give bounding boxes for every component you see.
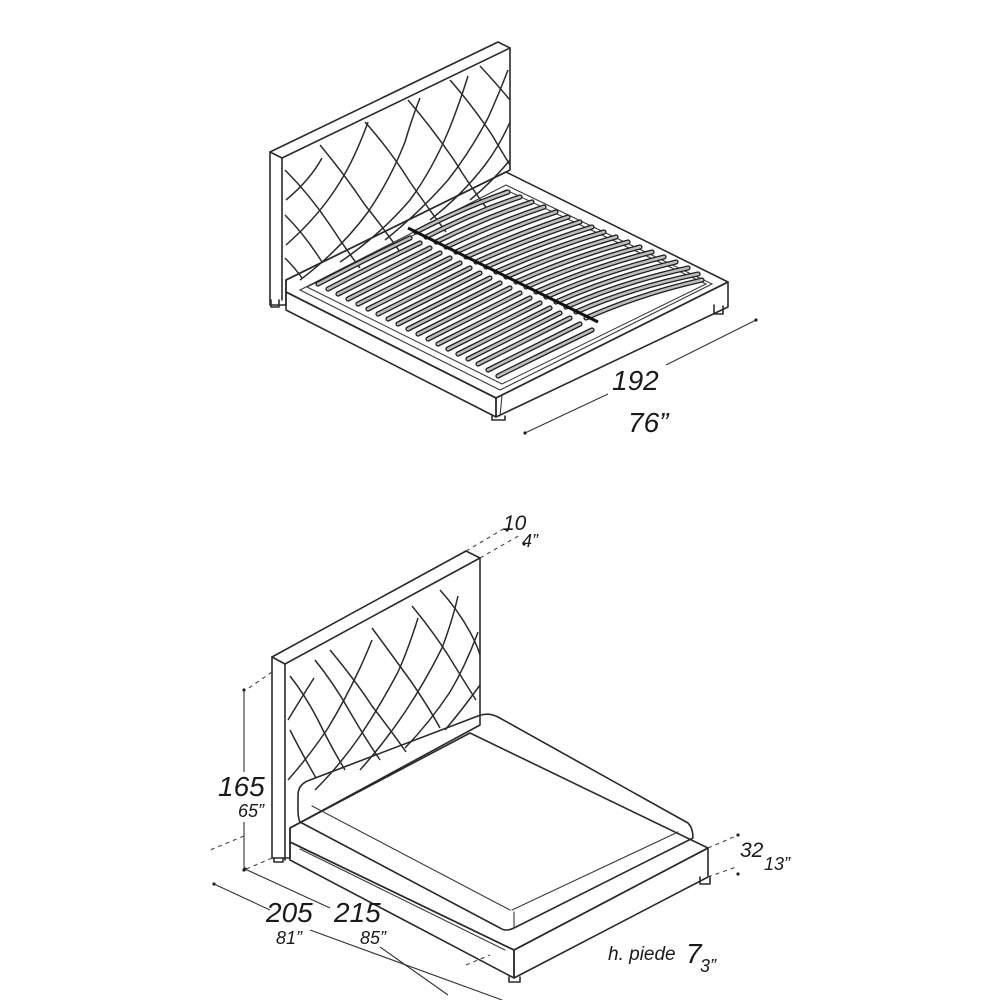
frame-height-in-label: 13” <box>764 854 791 874</box>
mattress <box>297 713 694 931</box>
overall-length-in-label: 85” <box>360 928 387 948</box>
inner-length-cm-label: 205 <box>265 897 313 928</box>
dim-frame-height: 32 13” <box>707 833 791 878</box>
headboard-depth-cm-label: 10 <box>503 512 527 535</box>
headboard-quilting <box>287 589 481 791</box>
slats <box>315 189 705 379</box>
bottom-frame <box>289 732 711 983</box>
headboard-depth-in-label: 4” <box>522 531 539 551</box>
headboard-quilting <box>284 65 511 281</box>
overall-length-cm-label: 215 <box>333 897 381 928</box>
bottom-bed-view: 10 4” 165 65” 32 13” <box>209 512 791 1000</box>
dim-headboard-depth: 10 4” <box>465 512 539 559</box>
dim-length: 205 81” 215 85” <box>212 867 503 1000</box>
width-cm-label: 192 <box>612 365 659 396</box>
top-headboard <box>269 41 511 308</box>
foot-height-in-label: 3” <box>700 956 717 976</box>
frame-height-cm-label: 32 <box>740 839 764 862</box>
width-in-label: 76” <box>628 407 670 438</box>
inner-length-in-label: 81” <box>276 928 303 948</box>
foot-height-cm-label: 7 <box>686 938 703 969</box>
dim-headboard-height: 165 65” <box>209 671 273 872</box>
bottom-headboard <box>271 550 481 863</box>
foot-height-label: h. piede <box>608 944 676 965</box>
headboard-height-cm-label: 165 <box>218 771 265 802</box>
headboard-height-in-label: 65” <box>238 801 265 821</box>
foot-height-note: h. piede 7 3” <box>608 938 717 976</box>
top-bed-view: 192 76” <box>269 41 758 438</box>
dim-width-192: 192 76” <box>523 318 758 438</box>
central-rail <box>407 226 599 324</box>
